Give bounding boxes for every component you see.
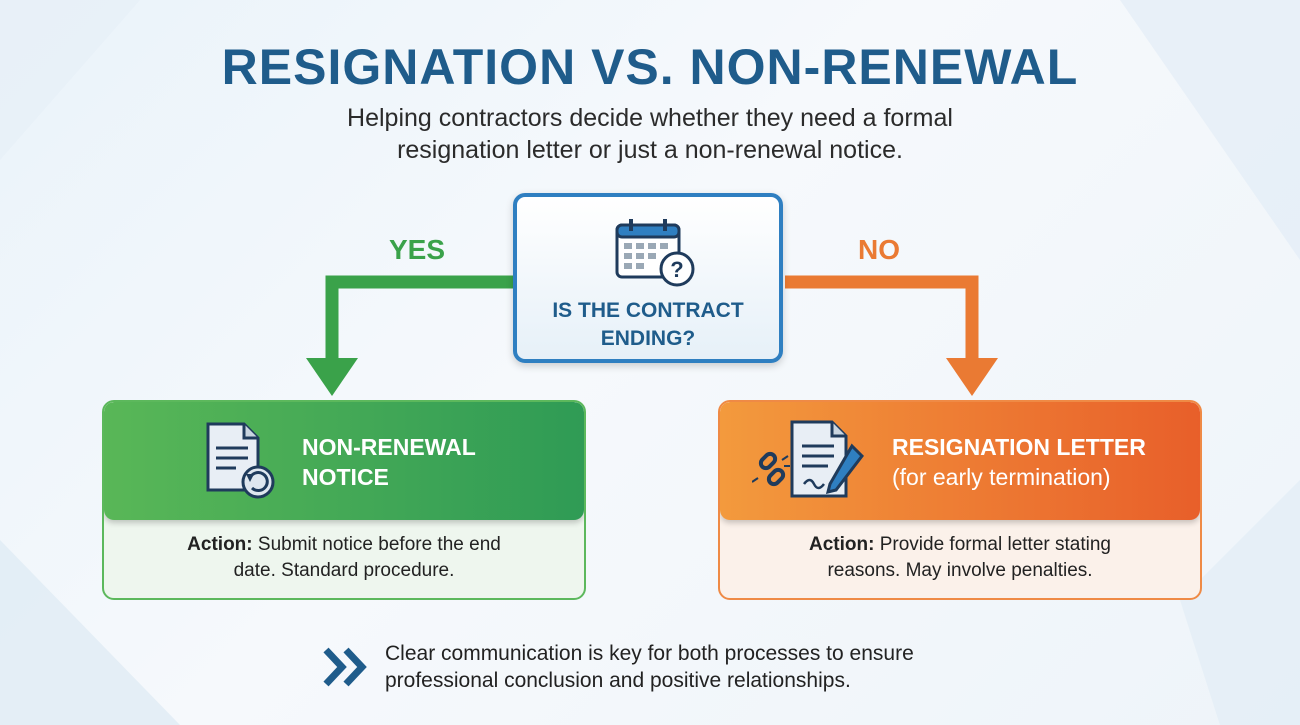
resignation-action: Action: Provide formal letter stating re…: [809, 534, 1111, 581]
no-arrowhead: [946, 358, 998, 396]
non-renewal-title: NON-RENEWAL NOTICE: [302, 434, 476, 490]
no-arrow: [785, 275, 979, 360]
resignation-card: RESIGNATION LETTER (for early terminatio…: [718, 400, 1202, 600]
non-renewal-header: NON-RENEWAL NOTICE: [104, 402, 584, 520]
yes-arrowhead: [306, 358, 358, 396]
question-text: IS THE CONTRACT ENDING?: [552, 299, 744, 350]
page-subtitle: Helping contractors decide whether they …: [347, 104, 953, 164]
resignation-header: RESIGNATION LETTER (for early terminatio…: [720, 402, 1200, 520]
resignation-subtitle: (for early termination): [892, 464, 1111, 490]
yes-label: YES: [389, 234, 446, 265]
calendar-question-icon: ?: [615, 219, 695, 287]
no-label: NO: [858, 234, 900, 265]
non-renewal-action: Action: Submit notice before the end dat…: [187, 534, 501, 581]
svg-text:?: ?: [670, 257, 683, 282]
resignation-title: RESIGNATION LETTER: [892, 434, 1146, 460]
letter-pen-broken-link-icon: [752, 420, 864, 498]
non-renewal-card: NON-RENEWAL NOTICE Action: Submit notice…: [102, 400, 586, 600]
double-chevron-right-icon: [323, 647, 367, 687]
document-refresh-icon: [206, 422, 275, 499]
footer-note: Clear communication is key for both proc…: [385, 642, 914, 692]
page-title: RESIGNATION VS. NON-RENEWAL: [221, 39, 1079, 95]
yes-arrow: [325, 275, 515, 360]
question-box: ? IS THE CONTRACT ENDING?: [513, 193, 783, 363]
